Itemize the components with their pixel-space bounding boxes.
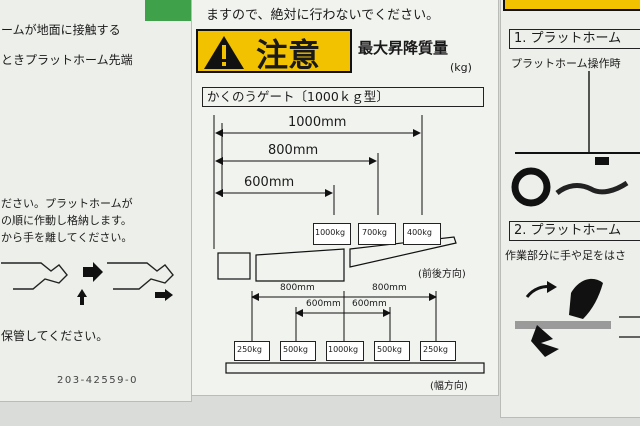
warning-top-text: ますので、絶対に行わないでください。 [206,8,440,23]
weight-width-250-left: 250kg [234,341,270,361]
caution-label-panel: ますので、絶対に行わないでください。 注意 最大昇降質量 (kg) かくのうゲー… [191,0,499,396]
step-2-subtext: 作業部分に手や足をはさ [505,249,626,262]
left-text-line-4: の順に作動し格納します。 [1,214,132,227]
green-header-strip [145,0,191,21]
step-1-subtext: プラットホーム操作時 [511,57,621,70]
left-text-line-5: から手を離してください。 [1,231,133,244]
weight-700kg: 700kg [358,223,396,245]
step-1-heading: 1. プラットホーム [509,29,640,49]
warning-triangle-icon [204,36,244,69]
dim-width-800-left: 800mm [280,283,315,293]
weight-400kg: 400kg [403,223,441,245]
left-text-line-2: ときプラットホーム先端 [1,53,133,67]
dim-width-800-right: 800mm [372,283,407,293]
dim-width-600-left: 600mm [306,299,341,309]
caution-header: 注意 [196,29,352,74]
front-direction-label: (前後方向) [418,269,466,280]
weight-width-250-right: 250kg [420,341,456,361]
left-text-line-3: ださい。プラットホームが [1,197,133,210]
dim-600mm: 600mm [244,175,295,190]
weight-1000kg: 1000kg [313,223,351,245]
dim-800mm: 800mm [268,143,319,158]
left-instruction-panel: ームが地面に接触する ときプラットホーム先端 ださい。プラットホームが の順に作… [0,0,192,402]
left-hinge-illustration [1,262,174,305]
right-caution-strip [503,0,640,11]
left-text-line-6: 保管してください。 [1,329,109,343]
weight-width-1000: 1000kg [326,341,364,361]
step-2-heading: 2. プラットホーム [509,221,640,241]
max-lift-label: 最大昇降質量 [358,39,449,57]
weight-width-500-left: 500kg [280,341,316,361]
unit-label: (kg) [450,61,472,74]
dim-1000mm: 1000mm [288,115,347,130]
gate-title: かくのうゲート〔1000ｋｇ型〕 [202,87,484,107]
right-illustrations [511,71,640,357]
right-instruction-panel: 1. プラットホーム プラットホーム操作時 2. プラットホーム 作業部分に手や… [500,0,640,418]
dim-width-600-right: 600mm [352,299,387,309]
load-diagram [213,115,485,374]
left-text-line-1: ームが地面に接触する [1,23,121,37]
weight-width-500-right: 500kg [374,341,410,361]
part-code: 203-42559-0 [57,375,138,386]
caution-word: 注意 [256,36,321,74]
width-direction-label: (幅方向) [430,381,468,392]
